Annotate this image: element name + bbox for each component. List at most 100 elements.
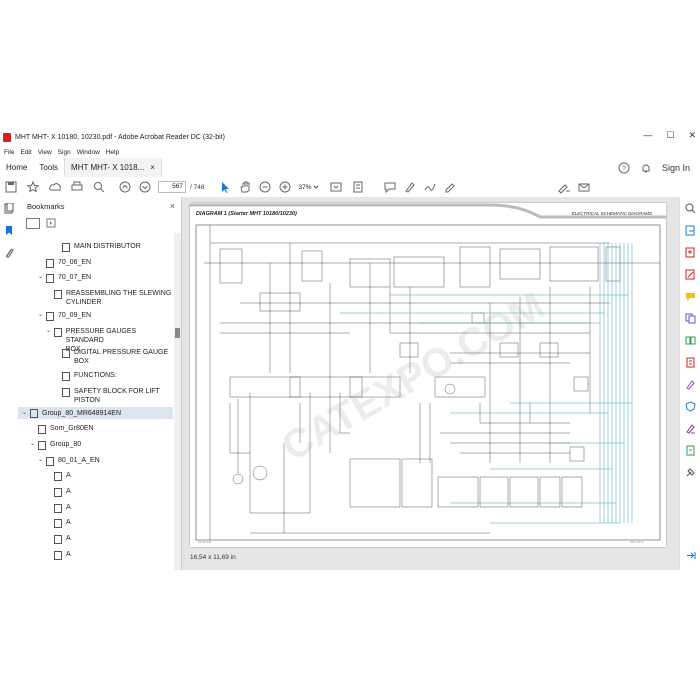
notifications-bell-icon[interactable] [640,162,652,174]
bookmark-item[interactable]: A [54,503,71,513]
chevron-down-icon[interactable]: ⌄ [46,328,52,334]
bookmark-item-selected[interactable]: ⌄ Group_80_MR648914EN [18,407,173,419]
chevron-down-icon[interactable]: ⌄ [38,274,44,280]
bookmark-item[interactable]: A [54,487,71,497]
comment-tool-icon[interactable] [680,285,700,307]
sign-in-button[interactable]: Sign In [661,162,690,173]
zoom-in-icon[interactable] [278,180,292,194]
menu-edit[interactable]: Edit [20,148,32,156]
next-page-icon[interactable] [138,180,152,194]
bookmarks-icon[interactable] [0,219,18,241]
bookmark-icon [54,535,62,544]
bookmark-icon [38,425,46,434]
combine-files-icon[interactable] [680,307,700,329]
more-tools-icon[interactable] [680,461,700,483]
compress-pdf-icon[interactable] [680,351,700,373]
fill-sign-tool-icon[interactable] [680,373,700,395]
bookmark-item[interactable]: SAFETY BLOCK FOR LIFT PISTON [62,387,160,405]
previous-page-icon[interactable] [118,180,132,194]
select-cursor-icon[interactable] [218,180,232,194]
chevron-down-icon[interactable]: ⌄ [38,457,44,463]
bookmark-item[interactable]: FUNCTIONS: [62,371,117,381]
tab-document[interactable]: MHT MHT- X 1018... × [64,158,162,177]
zoom-level-select[interactable]: 37% [298,184,319,191]
bookmark-item[interactable]: DIGITAL PRESSURE GAUGE BOX [62,348,168,366]
organize-pages-icon[interactable] [680,329,700,351]
minimize-button[interactable]: — [643,130,653,140]
comment-icon[interactable] [383,180,397,194]
document-viewport[interactable]: DIAGRAM 1 (Starter MHT 10180/10230) ELEC… [182,197,679,570]
fill-sign-icon[interactable] [443,180,457,194]
fit-page-icon[interactable] [329,180,343,194]
tab-bar: Home Tools MHT MHT- X 1018... × ? Sign I… [0,158,700,178]
zoom-out-icon[interactable] [258,180,272,194]
bookmark-item[interactable]: MAIN DISTRIBUTOR [62,242,141,252]
close-panel-icon[interactable]: × [169,201,175,211]
expand-panel-icon[interactable] [680,544,700,566]
highlight-pen-icon[interactable] [403,180,417,194]
scrollbar-thumb[interactable] [175,328,180,338]
close-window-button[interactable]: ✕ [688,130,696,140]
menu-file[interactable]: File [4,148,15,156]
page-number-input[interactable]: 567 [158,181,186,193]
tab-document-label: MHT MHT- X 1018... [71,163,145,172]
print-icon[interactable] [70,180,84,194]
edit-sign-icon[interactable] [557,180,571,194]
menu-window[interactable]: Window [76,148,100,156]
chevron-down-icon[interactable]: ⌄ [22,409,28,416]
bookmarks-scrollbar[interactable] [174,233,181,570]
tab-home[interactable]: Home [6,163,28,172]
zoom-level-value: 37% [298,183,312,191]
close-tab-icon[interactable]: × [150,163,155,172]
bookmark-item[interactable]: A [54,471,71,481]
bookmark-item[interactable]: A [54,534,71,544]
bookmarks-tree: MAIN DISTRIBUTOR 70_06_EN ⌄ 70_07_EN REA… [18,233,173,570]
bookmark-options-icon[interactable] [26,217,40,229]
bookmark-item[interactable]: ⌄ PRESSURE GAUGES STANDARD BOX [46,328,137,353]
export-pdf-icon[interactable] [680,219,700,241]
bookmark-star-icon[interactable] [26,180,40,194]
bookmark-icon [62,388,70,397]
pdf-page[interactable]: DIAGRAM 1 (Starter MHT 10180/10230) ELEC… [190,203,666,547]
cyan-wire-bundle [340,243,633,524]
chevron-down-icon[interactable]: ⌄ [30,441,36,447]
electrical-schematic-diagram: DIAGRAM 1 (Starter MHT 10180/10230) ELEC… [190,203,666,544]
bookmark-icon [54,472,62,481]
bookmarks-toolbar [18,215,181,231]
chevron-down-icon[interactable]: ⌄ [38,312,44,318]
scroll-mode-icon[interactable] [351,180,365,194]
bookmark-item[interactable]: ⌄ 70_07_EN [38,274,92,283]
cloud-upload-icon[interactable] [48,180,62,194]
bookmark-item[interactable]: Som_Gr80EN [38,424,94,434]
bookmark-item[interactable]: ⌄ 70_09_EN [38,312,92,321]
protect-shield-icon[interactable] [680,395,700,417]
bookmark-item[interactable]: A [54,518,71,528]
bookmark-item[interactable]: 70_06_EN [46,258,91,268]
bookmark-item[interactable]: A [54,550,71,560]
help-icon[interactable]: ? [618,162,630,174]
request-signature-icon[interactable] [680,417,700,439]
bookmark-item[interactable]: ⌄ 80_01_A_EN [38,457,100,466]
page-size-status: 16,54 x 11,69 in [190,554,655,566]
page-thumbnails-icon[interactable] [0,197,18,219]
create-pdf-icon[interactable] [680,241,700,263]
bookmark-icon [30,409,38,418]
maximize-button[interactable]: ☐ [666,130,675,140]
hand-tool-icon[interactable] [238,180,252,194]
expand-bookmark-icon[interactable] [46,218,56,228]
draw-icon[interactable] [423,180,437,194]
stamp-icon[interactable] [680,439,700,461]
tab-tools[interactable]: Tools [39,163,59,172]
search-icon[interactable] [92,180,106,194]
menu-help[interactable]: Help [105,148,120,156]
acrobat-window: MHT MHT- X 10180, 10230.pdf - Adobe Acro… [0,128,700,570]
menu-view[interactable]: View [37,148,52,156]
save-icon[interactable] [4,180,18,194]
share-envelope-icon[interactable] [577,180,591,194]
edit-pdf-icon[interactable] [680,263,700,285]
bookmark-item[interactable]: REASSEMBLING THE SLEWING CYLINDER [54,289,171,307]
bookmark-item[interactable]: ⌄ Group_80 [30,441,82,450]
search-icon[interactable] [680,197,700,219]
menu-sign[interactable]: Sign [57,148,71,156]
attachments-icon[interactable] [0,241,18,263]
